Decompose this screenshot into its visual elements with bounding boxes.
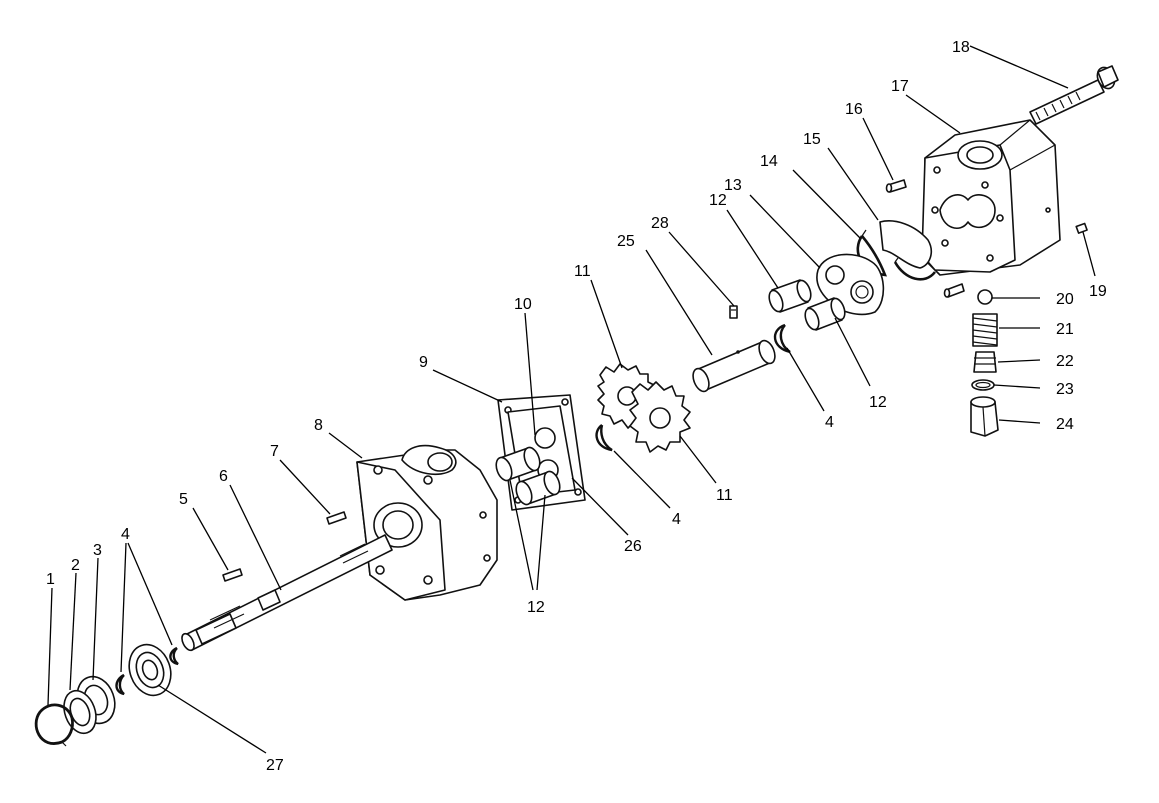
label-12-upper: 12 — [709, 192, 727, 209]
label-15: 15 — [803, 131, 821, 148]
label-24: 24 — [1056, 416, 1074, 433]
part-4-snap-ring-middle — [595, 424, 613, 452]
part-19-plug — [1075, 222, 1088, 234]
label-10: 10 — [514, 296, 532, 313]
label-8: 8 — [314, 417, 323, 434]
label-20: 20 — [1056, 291, 1074, 308]
label-4-front: 4 — [121, 526, 130, 543]
part-7-key — [326, 511, 347, 525]
label-22: 22 — [1056, 353, 1074, 370]
part-17-housing — [921, 119, 1061, 276]
part-4-snap-ring-rear — [773, 323, 791, 354]
label-14: 14 — [760, 153, 778, 170]
label-16: 16 — [845, 101, 863, 118]
part-25-idler-shaft — [692, 339, 776, 393]
label-26: 26 — [624, 538, 642, 555]
label-3: 3 — [93, 542, 102, 559]
part-24-cap-nut — [970, 396, 999, 437]
label-11-lower: 11 — [716, 487, 733, 504]
part-22-plunger — [973, 351, 997, 373]
label-5: 5 — [179, 491, 188, 508]
part-18-bolt — [1029, 65, 1119, 125]
label-4-middle: 4 — [672, 511, 681, 528]
label-23: 23 — [1056, 381, 1074, 398]
part-1-retaining-ring — [34, 703, 74, 747]
label-12-lower: 12 — [527, 599, 545, 616]
part-20-ball — [977, 289, 993, 305]
label-11-upper: 11 — [574, 263, 591, 280]
part-4-snap-ring-front — [115, 673, 125, 696]
label-27: 27 — [266, 757, 284, 774]
part-8-front-housing — [356, 444, 498, 601]
part-27-bearing — [128, 643, 172, 697]
part-number-labels: 1 2 3 4 5 6 7 8 9 10 11 25 28 12 13 14 1… — [46, 39, 1107, 774]
label-12-right: 12 — [869, 394, 887, 411]
label-9: 9 — [419, 354, 428, 371]
part-4-snap-ring-shaft — [169, 646, 179, 666]
label-13: 13 — [724, 177, 742, 194]
part-16-dowel-pins — [885, 179, 965, 298]
part-15-seal — [879, 220, 932, 269]
label-6: 6 — [219, 468, 228, 485]
label-18: 18 — [952, 39, 970, 56]
label-28: 28 — [651, 215, 669, 232]
label-25: 25 — [617, 233, 635, 250]
label-2: 2 — [71, 557, 80, 574]
label-7: 7 — [270, 443, 279, 460]
part-12-bushings-rear — [768, 279, 846, 331]
part-6-drive-shaft — [181, 534, 393, 652]
label-1: 1 — [46, 571, 55, 588]
part-14-retainers — [856, 229, 937, 281]
label-17: 17 — [891, 78, 909, 95]
part-28-pin — [729, 305, 738, 319]
part-21-spring — [972, 313, 998, 347]
leader-lines — [47, 45, 1096, 754]
part-23-o-ring — [971, 379, 995, 391]
part-11-gear-lower — [629, 381, 691, 453]
part-12-bushings-front — [495, 446, 561, 506]
label-19: 19 — [1089, 283, 1107, 300]
label-4-right: 4 — [825, 414, 834, 431]
part-5-key — [222, 568, 243, 582]
label-21: 21 — [1056, 321, 1074, 338]
